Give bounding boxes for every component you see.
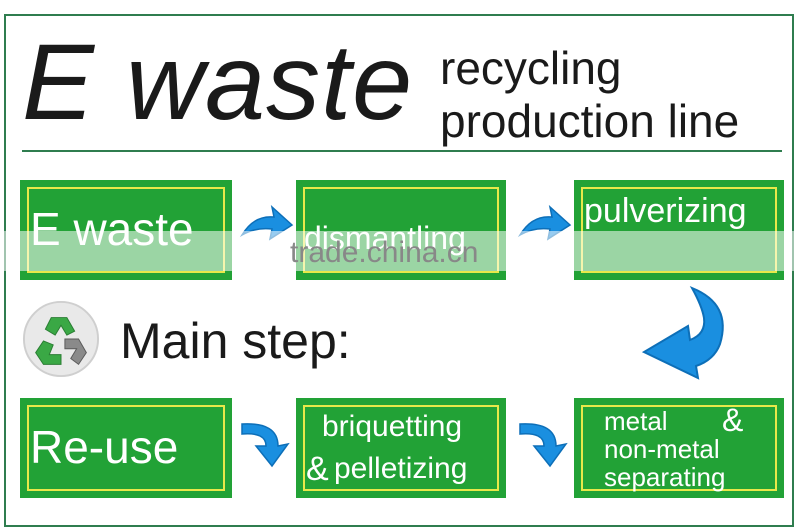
ampersand: & <box>306 450 329 488</box>
step-label-line1: briquetting <box>322 410 463 443</box>
step-label-line2: non-metal <box>604 434 720 464</box>
main-step-label: Main step: <box>120 313 351 369</box>
step-label-line1: metal <box>604 406 668 436</box>
step-metal-separating: metal & non-metal separating <box>574 398 784 498</box>
watermark-band <box>0 231 800 271</box>
arrow-icon <box>241 423 290 468</box>
title-main: E waste <box>22 21 414 142</box>
ampersand: & <box>722 402 744 438</box>
title-divider <box>22 150 782 152</box>
arrow-icon <box>519 423 568 468</box>
step-briquetting-pelletizing: briquetting & pelletizing <box>296 398 506 498</box>
recycle-icon <box>22 300 100 378</box>
step-re-use: Re-use <box>20 398 232 498</box>
step-label: Re-use <box>30 421 179 473</box>
step-label-line3: separating <box>604 462 726 492</box>
step-label-line2: pelletizing <box>334 452 468 485</box>
watermark: trade.china.cn <box>290 236 479 269</box>
step-label: pulverizing <box>584 192 747 230</box>
arrow-icon <box>641 286 724 380</box>
title-line2: production line <box>440 95 740 147</box>
title-line1: recycling <box>440 42 622 94</box>
